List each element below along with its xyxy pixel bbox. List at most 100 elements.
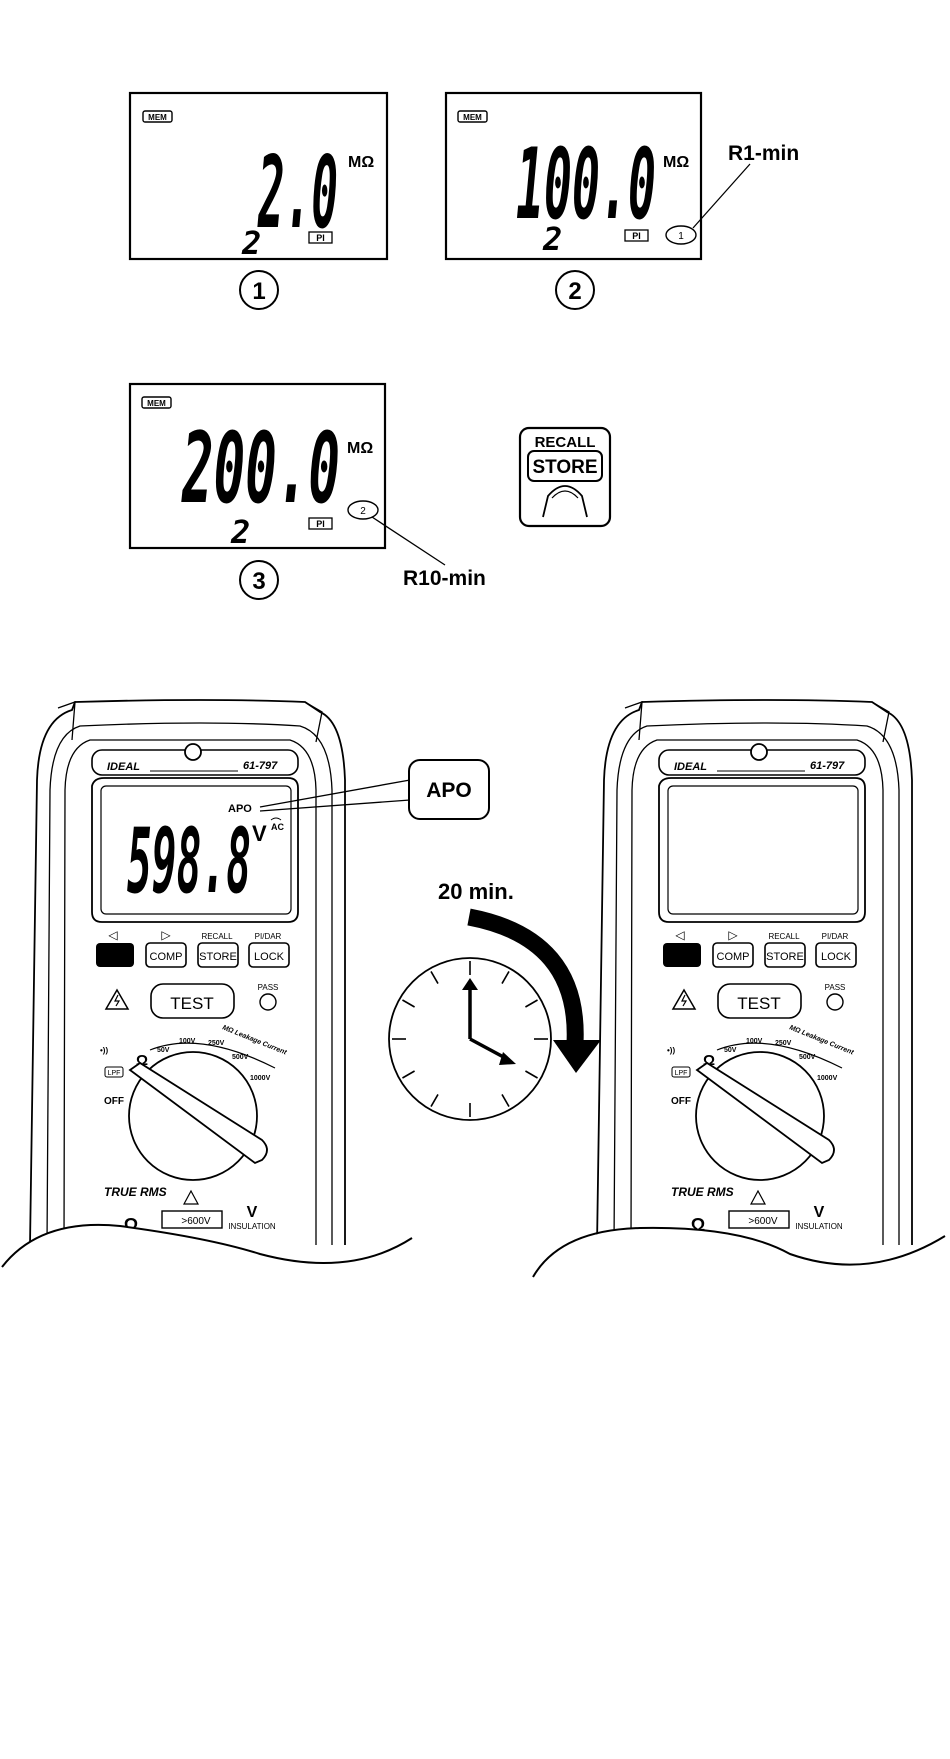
svg-text:INSULATION: INSULATION	[795, 1222, 843, 1231]
callout-r10-min: R10-min	[403, 567, 486, 590]
interval-marker: 1	[678, 231, 684, 242]
brand-logo: IDEAL	[674, 761, 707, 773]
brand-logo: IDEAL	[107, 761, 140, 773]
timer-clock: 20 min.	[388, 879, 601, 1121]
lcd-display-3: MEM 200.0 MΩ 2 PI 2	[128, 382, 387, 551]
mem-indicator: MEM	[148, 113, 167, 122]
lcd-mode: AC	[271, 822, 284, 832]
model-number: 61-797	[243, 760, 278, 772]
lock-key[interactable]	[815, 942, 857, 968]
unit-label: MΩ	[348, 154, 374, 171]
callout-line	[371, 516, 446, 566]
timer-label: 20 min.	[438, 879, 514, 904]
model-number: 61-797	[810, 760, 845, 772]
svg-text:◁: ◁	[674, 928, 684, 942]
recall-store-button[interactable]: RECALL STORE	[518, 426, 612, 528]
svg-text:1000V: 1000V	[250, 1075, 271, 1082]
svg-text:LPF: LPF	[675, 1070, 688, 1077]
pass-led	[826, 993, 844, 1011]
svg-text:▷: ▷	[728, 928, 738, 942]
svg-text:100V: 100V	[179, 1038, 196, 1045]
lock-key[interactable]	[248, 942, 290, 968]
test-button[interactable]	[717, 983, 802, 1019]
store-key[interactable]	[764, 942, 806, 968]
apo-callout: APO	[259, 759, 490, 820]
svg-text:>600V: >600V	[748, 1216, 778, 1227]
left-arrow-key[interactable]	[96, 943, 134, 967]
test-button[interactable]	[150, 983, 235, 1019]
sub-digit: 2	[230, 513, 250, 551]
svg-text:◁: ◁	[107, 928, 117, 942]
svg-text:TEST: TEST	[737, 994, 780, 1013]
clock-tick	[501, 1094, 510, 1107]
hazard-icon	[104, 988, 130, 1010]
multimeter-right: IDEAL 61-797 ◁ ▷ COMP RECALL STORE PI/DA…	[530, 699, 950, 1300]
unit-label: MΩ	[663, 154, 689, 171]
recall-label: RECALL	[535, 434, 596, 451]
left-arrow-key[interactable]	[663, 943, 701, 967]
reading-value: 200.0	[181, 412, 340, 526]
finger-icon	[542, 485, 588, 518]
svg-text:•)): •))	[100, 1046, 108, 1055]
svg-text:LOCK: LOCK	[821, 951, 852, 963]
comp-key[interactable]	[712, 942, 754, 968]
clock-tick	[430, 1094, 439, 1107]
store-key[interactable]	[197, 942, 239, 968]
svg-text:STORE: STORE	[199, 951, 237, 963]
comp-key[interactable]	[145, 942, 187, 968]
svg-text:LOCK: LOCK	[254, 951, 285, 963]
svg-text:LPF: LPF	[108, 1070, 121, 1077]
lcd-blank	[667, 785, 859, 915]
lcd-display-1: MEM 2.0 MΩ 2 PI	[128, 91, 389, 262]
callout-line	[692, 163, 751, 229]
svg-text:500V: 500V	[799, 1054, 816, 1061]
lcd-unit: V	[252, 821, 267, 846]
svg-text:50V: 50V	[724, 1047, 737, 1054]
svg-text:OFF: OFF	[104, 1096, 124, 1107]
svg-text:>600V: >600V	[181, 1216, 211, 1227]
callout-r1-min: R1-min	[728, 142, 799, 165]
step-number-2: 2	[555, 270, 595, 310]
clock-tick	[525, 999, 538, 1008]
interval-marker: 2	[360, 506, 366, 517]
warning-icon	[182, 1189, 200, 1205]
mem-indicator: MEM	[147, 399, 166, 408]
svg-text:1: 1	[252, 278, 265, 305]
pass-led	[259, 993, 277, 1011]
step-number-3: 3	[239, 560, 279, 600]
svg-text:50V: 50V	[157, 1047, 170, 1054]
pi-indicator: PI	[316, 519, 325, 529]
svg-text:PI/DAR: PI/DAR	[255, 932, 282, 941]
step-number-1: 1	[239, 270, 279, 310]
clock-tick	[402, 1070, 415, 1079]
dial-pointer	[128, 1061, 268, 1165]
svg-text:V: V	[247, 1204, 258, 1221]
svg-text:•)): •))	[667, 1046, 675, 1055]
pi-indicator: PI	[316, 233, 325, 243]
svg-text:APO: APO	[426, 779, 472, 802]
unit-label: MΩ	[347, 440, 373, 457]
lcd-reading: 598.8	[127, 809, 251, 914]
svg-text:STORE: STORE	[766, 951, 804, 963]
warning-icon	[749, 1189, 767, 1205]
svg-text:▷: ▷	[161, 928, 171, 942]
svg-text:RECALL: RECALL	[201, 932, 233, 941]
reading-value: 100.0	[516, 128, 656, 242]
svg-text:V: V	[814, 1204, 825, 1221]
svg-text:PASS: PASS	[825, 983, 846, 992]
svg-text:100V: 100V	[746, 1038, 763, 1045]
sub-digit: 2	[241, 224, 261, 262]
svg-text:PASS: PASS	[258, 983, 279, 992]
svg-text:2: 2	[568, 278, 581, 305]
store-key-label: STORE	[532, 457, 597, 478]
clock-tick	[525, 1070, 538, 1079]
multimeter-left: IDEAL 61-797 APO 598.8 V AC ◁ ▷ COMP REC…	[0, 699, 413, 1290]
svg-text:COMP: COMP	[150, 951, 183, 963]
apo-indicator: APO	[228, 803, 252, 815]
svg-text:TEST: TEST	[170, 994, 213, 1013]
sub-digit: 2	[542, 220, 562, 258]
svg-text:COMP: COMP	[717, 951, 750, 963]
clock-tick	[402, 999, 415, 1008]
svg-text:1000V: 1000V	[817, 1075, 838, 1082]
